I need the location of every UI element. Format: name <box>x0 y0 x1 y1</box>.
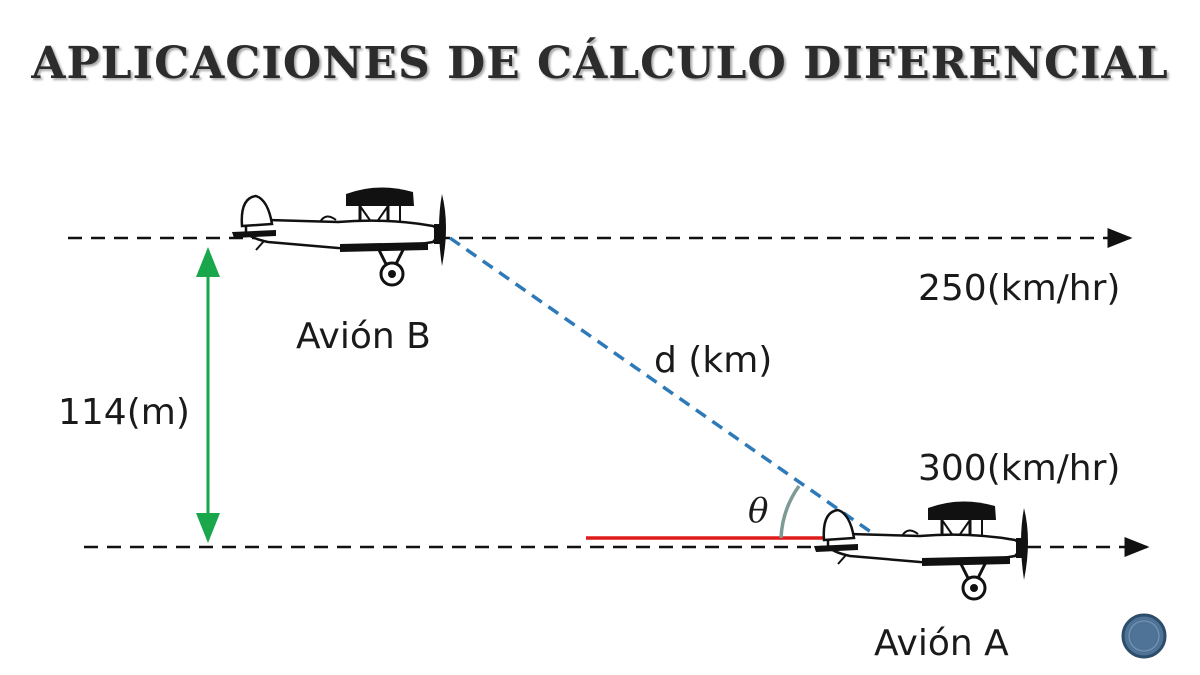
plane-a-label: Avión A <box>874 623 1009 664</box>
slide-nav-button[interactable] <box>1121 613 1167 659</box>
height-label: 114(m) <box>58 392 190 433</box>
angle-arc <box>779 484 801 539</box>
angle-label: θ <box>748 491 768 531</box>
speed-b-label: 250(km/hr) <box>918 268 1120 309</box>
distance-label: d (km) <box>654 340 772 381</box>
plane-a-icon <box>812 499 1030 601</box>
slide-title: APLICACIONES DE CÁLCULO DIFERENCIAL <box>31 38 1169 89</box>
speed-a-label: 300(km/hr) <box>918 448 1120 489</box>
distance-line <box>448 236 880 539</box>
plane-b-label: Avión B <box>296 316 431 357</box>
plane-b-icon <box>230 185 448 287</box>
